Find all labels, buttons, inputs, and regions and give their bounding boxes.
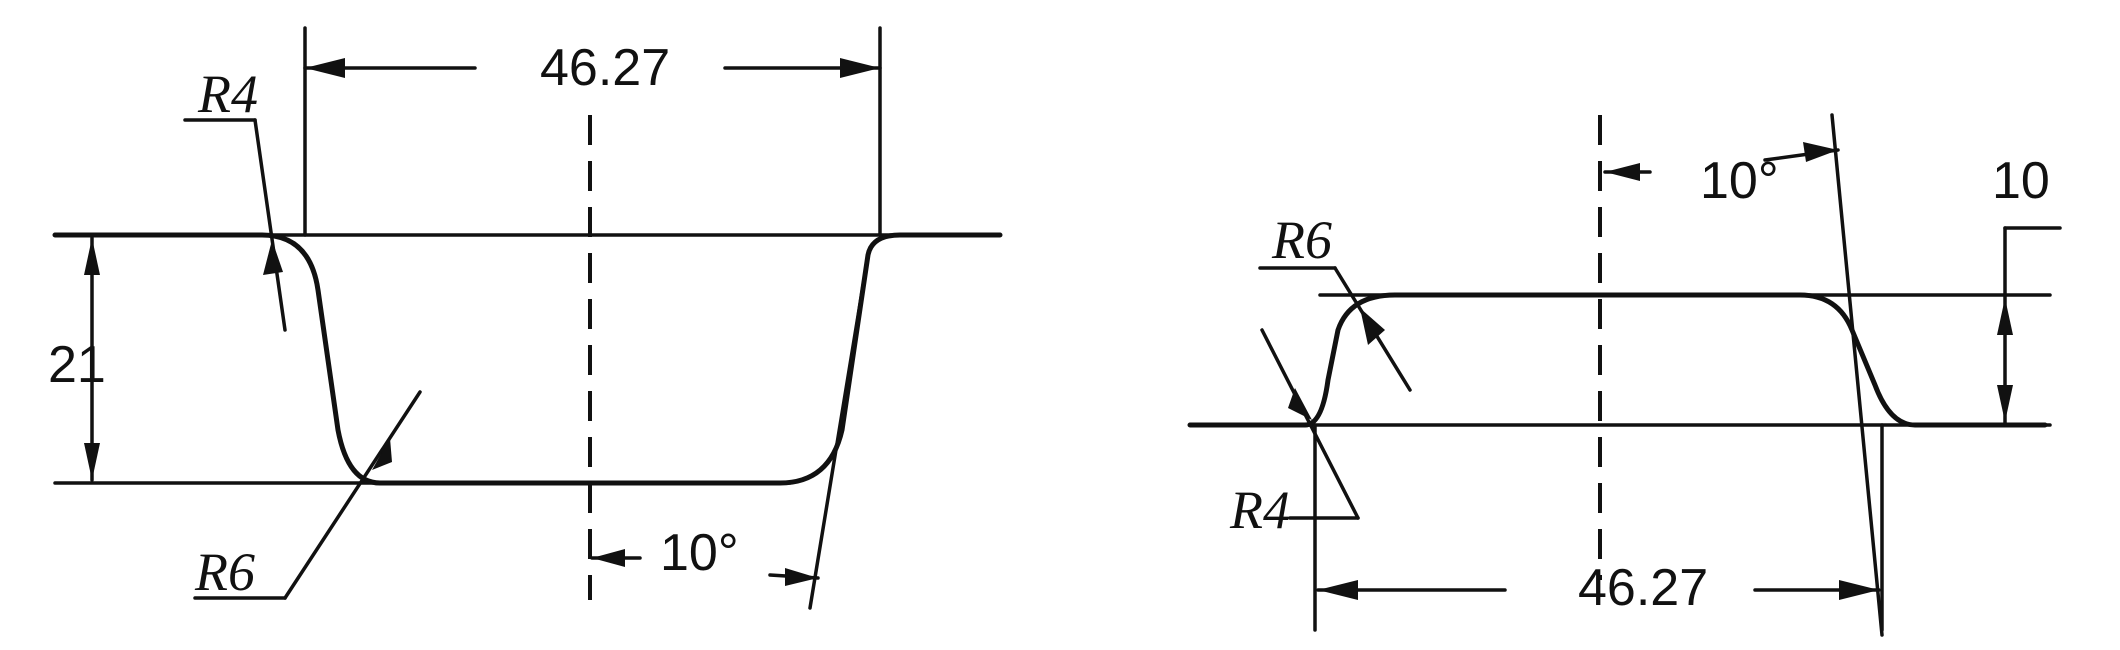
right-r4-arrow — [1288, 388, 1312, 420]
left-angle-leader — [808, 253, 870, 610]
left-groove-profile — [52, 232, 1003, 486]
left-r4-arrow — [263, 240, 283, 275]
right-height-arrow-top — [1997, 298, 2013, 335]
left-r4-leader — [253, 118, 287, 332]
left-width-arrow-right — [840, 58, 880, 78]
left-angle-arrow-right — [785, 568, 818, 586]
right-angle-arrow-left — [1605, 163, 1640, 181]
right-width-arrow-left — [1318, 580, 1358, 600]
right-r4-leader-a — [1260, 328, 1360, 520]
left-width-dimension: 46.27 — [540, 39, 670, 97]
left-width-arrow-left — [305, 58, 345, 78]
right-width-arrow-right — [1839, 580, 1879, 600]
left-angle-arrow-left — [592, 549, 625, 567]
left-r6-leader — [283, 390, 422, 600]
right-angle-dimension: 10° — [1700, 152, 1779, 210]
left-depth-arrow-bottom — [84, 443, 100, 480]
left-view: 46.27 21 10° R4 R6 — [48, 26, 1003, 610]
left-r6-label: R6 — [194, 542, 255, 602]
right-r6-arrow — [1360, 308, 1385, 345]
right-height-dimension: 10 — [1992, 152, 2050, 210]
right-angle-leader — [1830, 113, 1884, 637]
right-step-profile — [1187, 292, 2048, 428]
right-r6-label: R6 — [1271, 210, 1332, 270]
left-r6-arrow — [372, 438, 392, 470]
right-angle-arrow-right — [1803, 142, 1838, 162]
right-height-arrow-bottom — [1997, 385, 2013, 422]
right-view: 10 10° 46.27 R6 R4 — [1187, 113, 2062, 637]
left-angle-dimension: 10° — [660, 524, 739, 582]
right-r4-label: R4 — [1229, 480, 1290, 540]
left-depth-dimension: 21 — [48, 336, 106, 394]
left-depth-arrow-top — [84, 238, 100, 275]
left-r4-label: R4 — [197, 64, 258, 124]
right-width-dimension: 46.27 — [1578, 559, 1708, 617]
